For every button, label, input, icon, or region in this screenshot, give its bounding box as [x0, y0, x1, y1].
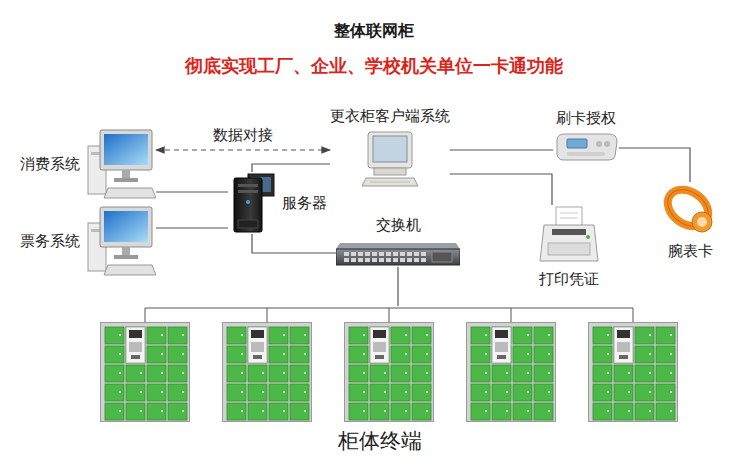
consumption-system: 消费系统 [20, 128, 156, 200]
node-label: 打印凭证 [539, 269, 599, 289]
printer-icon [538, 205, 600, 265]
node-label: 腕表卡 [668, 241, 713, 261]
card-reader-icon [553, 132, 619, 162]
network-wire [252, 234, 336, 253]
network-wire [156, 191, 228, 192]
receipt-printer: 打印凭证 [538, 205, 600, 289]
locker-cabinet [345, 323, 434, 422]
node-label: 交换机 [376, 215, 421, 235]
wristband-card: 腕表卡 [660, 182, 720, 261]
card-authorization: 刷卡授权 [553, 108, 619, 162]
locker-client-system: 更衣柜客户端系统 [330, 106, 450, 188]
network-wire [450, 149, 553, 150]
network-wire [619, 148, 690, 182]
locker-cabinet [223, 323, 312, 422]
locker-terminals: 柜体终端 [70, 306, 690, 454]
wristband-card-icon [660, 182, 720, 237]
network-wire [397, 267, 398, 306]
node-label: 票务系统 [20, 231, 80, 251]
node-label: 柜体终端 [338, 428, 422, 454]
locker-cabinet [467, 323, 556, 422]
locker-cabinet [101, 323, 190, 422]
client-computer-icon [360, 130, 420, 188]
locker-cabinets-illustration [70, 306, 690, 424]
data-link-arrow [156, 149, 330, 150]
node-label: 刷卡授权 [556, 108, 616, 128]
server-icon [228, 172, 276, 234]
edge-label: 数据对接 [210, 125, 276, 145]
subtitle: 彻底实现工厂、企业、学校机关单位一卡通功能 [0, 54, 747, 78]
ticketing-system: 票务系统 [20, 205, 156, 277]
computer-icon [86, 128, 156, 200]
node-label: 更衣柜客户端系统 [330, 106, 450, 126]
network-wire [450, 174, 552, 205]
network-wire [156, 227, 228, 228]
locker-cabinet [589, 323, 678, 422]
diagram-title: 整体联网柜 [0, 20, 747, 42]
network-wire [252, 164, 330, 172]
server: 服务器 [228, 172, 327, 234]
computer-icon [86, 205, 156, 277]
node-label: 服务器 [282, 193, 327, 213]
network-switch: 交换机 [336, 215, 460, 267]
network-switch-icon [336, 239, 460, 267]
node-label: 消费系统 [20, 154, 80, 174]
